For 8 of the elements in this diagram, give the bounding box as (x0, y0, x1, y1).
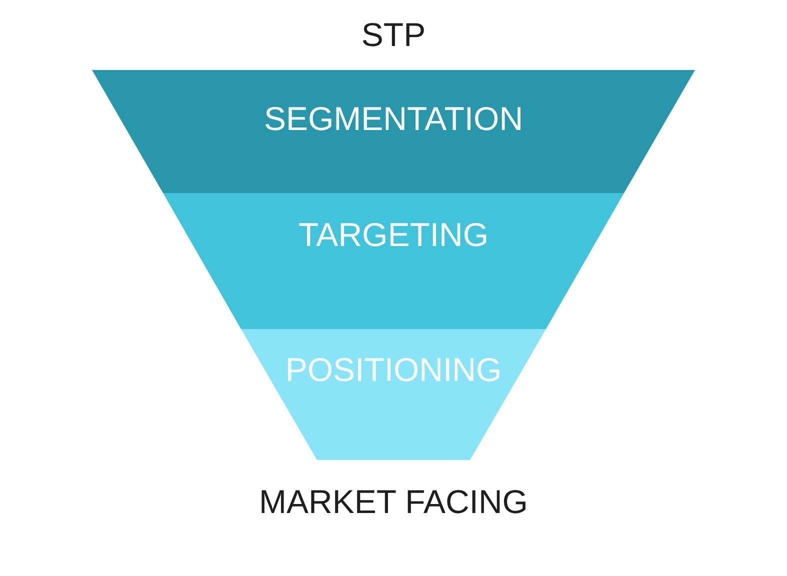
band-label: SEGMENTATION (264, 100, 524, 138)
diagram-title: STP (361, 15, 426, 55)
funnel-output-label: MARKET FACING (259, 482, 528, 522)
band-label: TARGETING (298, 216, 489, 254)
funnel-band (92, 70, 695, 193)
funnel-band (241, 329, 546, 460)
funnel-band (163, 193, 624, 329)
band-label: POSITIONING (285, 351, 502, 389)
